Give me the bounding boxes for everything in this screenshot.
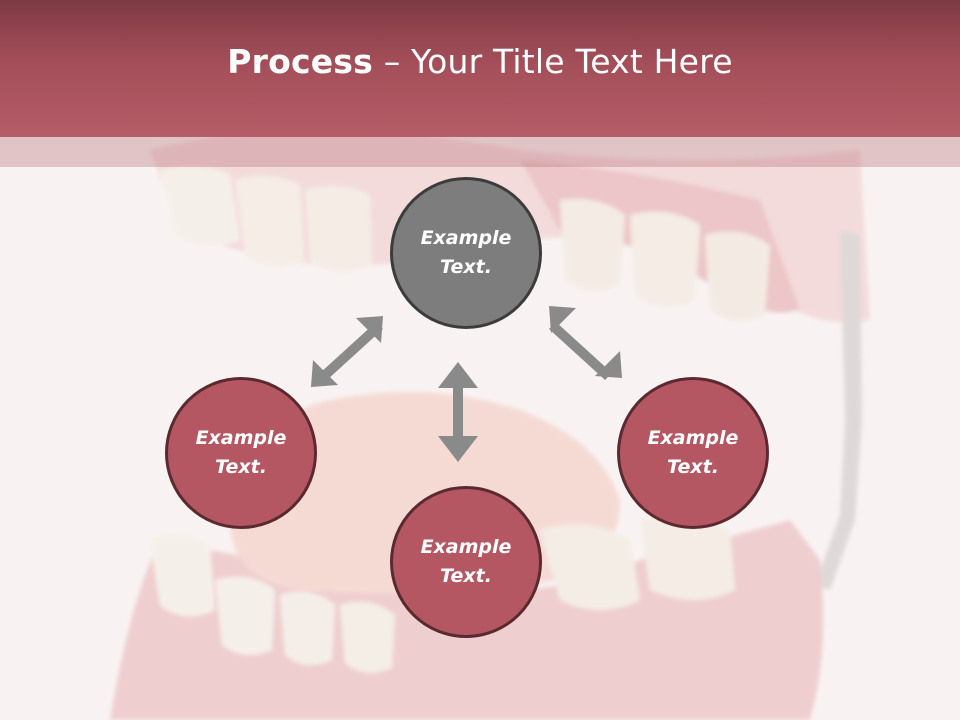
node-label: Example Text. <box>420 536 512 587</box>
arrow-top-left-double-icon <box>311 316 383 387</box>
node-label: Example Text. <box>647 427 739 478</box>
title-bar: Process – Your Title Text Here <box>0 0 960 137</box>
process-node-right[interactable]: Example Text. <box>617 377 769 529</box>
title-text: Your Title Text Here <box>411 42 733 81</box>
page-title: Process – Your Title Text Here <box>227 42 733 81</box>
node-label: Example Text. <box>420 227 512 278</box>
title-separator: – <box>373 42 412 81</box>
process-node-bottom[interactable]: Example Text. <box>390 486 542 638</box>
process-node-center[interactable]: Example Text. <box>390 177 542 329</box>
arrow-top-right-double-icon <box>549 306 622 380</box>
header-band <box>0 137 960 167</box>
title-bold-part: Process <box>227 42 373 81</box>
arrow-vertical-double-icon <box>438 362 478 462</box>
process-node-left[interactable]: Example Text. <box>165 377 317 529</box>
node-label: Example Text. <box>195 427 287 478</box>
